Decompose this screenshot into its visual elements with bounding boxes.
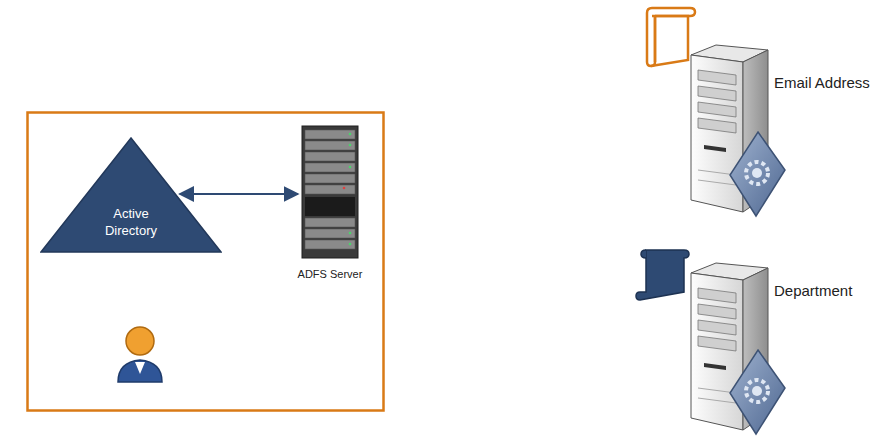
node-label: ADFS Server [298, 268, 363, 280]
node-label: Active Directory [91, 205, 171, 239]
attribute-server: Department [686, 258, 886, 438]
attribute-server: Email Address [686, 40, 886, 220]
node-label: Email Address [774, 74, 870, 91]
double-arrow [180, 193, 298, 195]
node-label: Department [774, 282, 852, 299]
adfs-server: ADFS Server [290, 125, 370, 285]
directory-triangle: Active Directory [40, 137, 222, 253]
triangle-shape [41, 138, 221, 252]
